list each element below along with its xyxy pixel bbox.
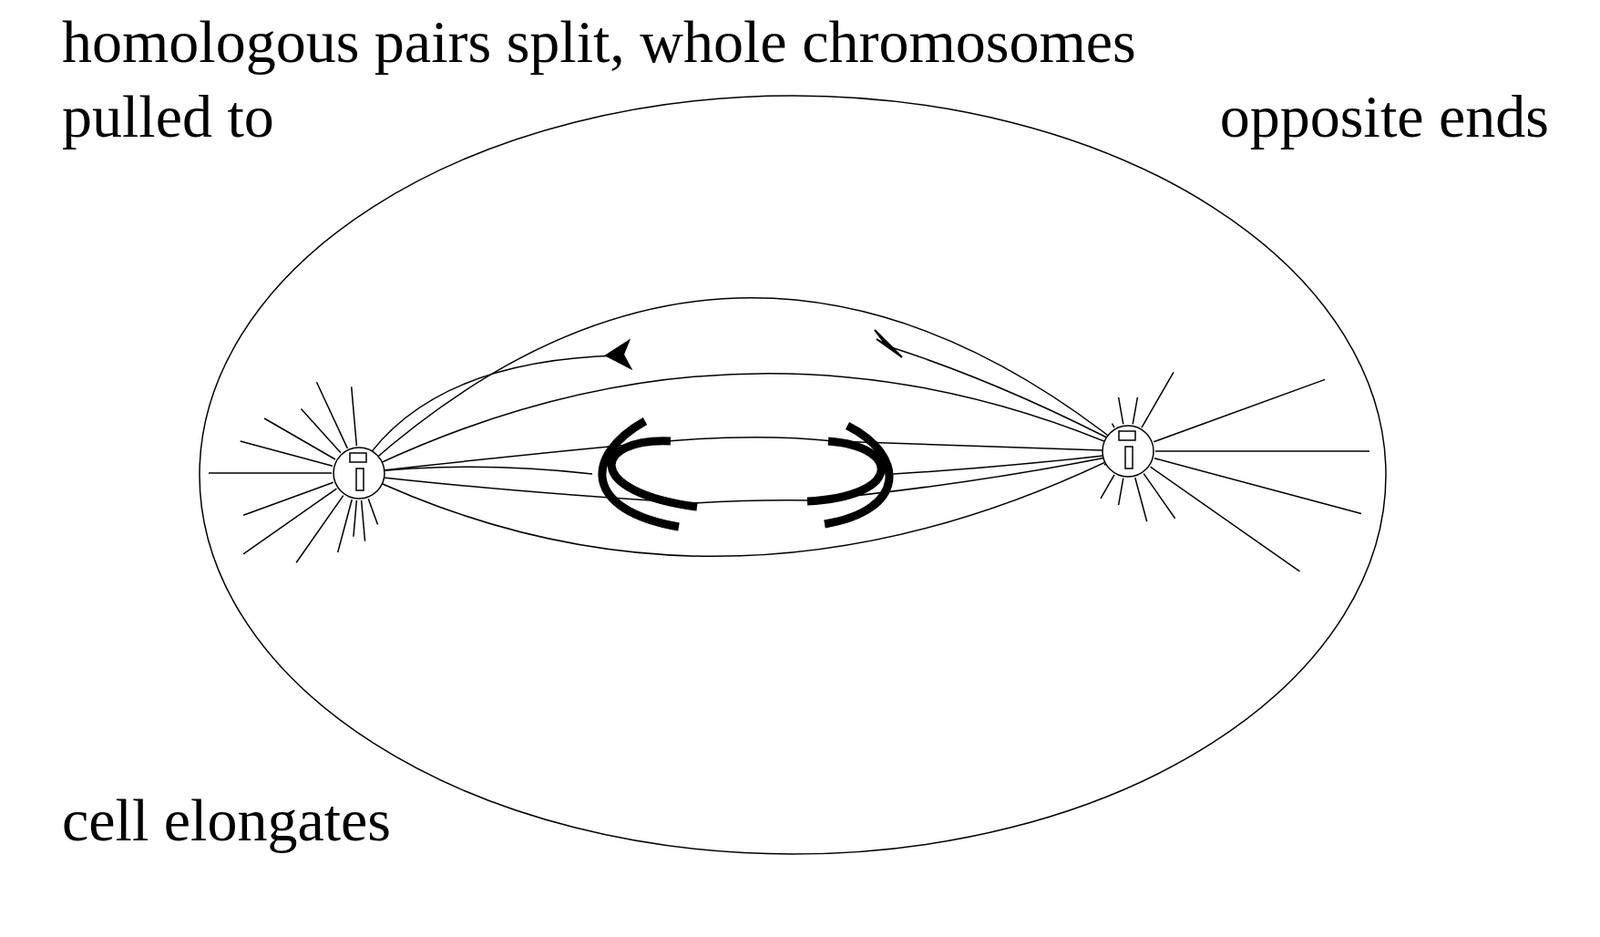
aster-ray bbox=[1150, 466, 1301, 572]
aster-ray bbox=[351, 386, 358, 446]
note-text: cell elongates bbox=[58, 785, 395, 855]
aster-ray bbox=[240, 441, 333, 466]
aster-ray bbox=[1118, 478, 1124, 506]
aster-ray bbox=[1155, 450, 1370, 452]
note-text: pulled to bbox=[58, 82, 278, 152]
aster-rays bbox=[208, 371, 1370, 572]
aster-ray bbox=[368, 498, 378, 524]
aster-ray bbox=[264, 418, 336, 460]
aster-ray bbox=[1143, 473, 1175, 519]
aster-ray bbox=[338, 499, 353, 553]
aster-ray bbox=[1154, 458, 1362, 514]
note-text: homologous pairs split, whole chromosome… bbox=[58, 7, 1140, 77]
aster-ray bbox=[300, 408, 340, 452]
movement-arrows bbox=[605, 329, 903, 369]
aster-ray bbox=[1100, 474, 1115, 499]
aster-ray bbox=[1153, 379, 1325, 442]
note-text: opposite ends bbox=[1216, 82, 1553, 152]
aster-ray bbox=[1141, 371, 1174, 428]
aster-ray bbox=[353, 500, 357, 537]
aster-ray bbox=[296, 495, 344, 564]
centrosomes bbox=[333, 425, 1154, 499]
aster-ray bbox=[361, 500, 366, 542]
aster-ray bbox=[1132, 397, 1138, 425]
aster-ray bbox=[317, 381, 349, 449]
spindle-fibers bbox=[358, 297, 1129, 557]
aster-ray bbox=[208, 471, 332, 474]
aster-ray bbox=[1135, 477, 1148, 522]
cell-membrane bbox=[199, 95, 1386, 854]
aster-ray bbox=[243, 482, 334, 515]
aster-ray bbox=[1118, 397, 1124, 425]
aster-ray bbox=[1112, 423, 1116, 428]
chromosomes bbox=[602, 420, 890, 527]
